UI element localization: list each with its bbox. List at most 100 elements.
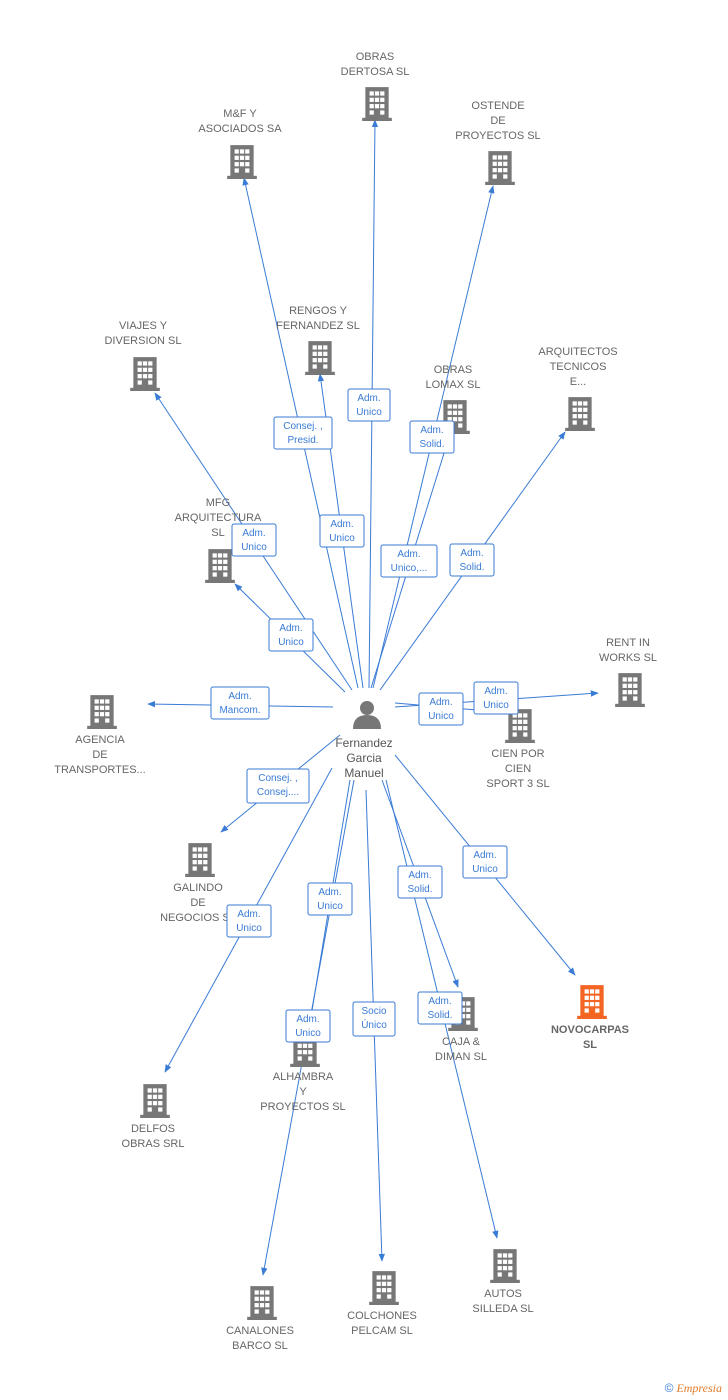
role-label-galindo[interactable]: Consej. ,Consej.... [246,768,310,804]
role-text-line: Adm. [473,850,496,861]
role-label-canalones[interactable]: Adm.Unico [285,1009,331,1043]
company-label-line: TECNICOS [550,361,607,373]
company-label-line: DIMAN SL [435,1051,487,1063]
role-box [273,416,333,450]
role-label-caja-diman[interactable]: Adm.Solid. [397,865,443,899]
company-label-line: PROYECTOS SL [260,1101,345,1113]
company-label-line: RENGOS Y [289,305,348,317]
company-node-canalones[interactable]: CANALONES BARCO SL [226,1286,294,1352]
role-text-line: Adm. [357,393,380,404]
brand-footer: ©Empresia [665,1381,722,1396]
building-icon [130,357,160,391]
company-label-line: DE [490,115,505,127]
company-label-line: DE [190,897,205,909]
person-icon [353,701,381,729]
role-box [449,543,495,577]
building-icon [485,151,515,185]
role-box [226,904,272,938]
role-label-mfg[interactable]: Adm.Unico [268,618,314,652]
company-label-line: SL [211,527,224,539]
role-label-delfos[interactable]: Adm.Unico [226,904,272,938]
role-text-line: Unico,... [391,563,428,574]
building-icon [305,341,335,375]
company-node-caja-diman[interactable]: CAJA & DIMAN SL [435,997,487,1063]
role-text-line: Unico [241,542,267,553]
role-text-line: Unico [472,864,498,875]
role-label-ostende[interactable]: Adm.Solid. [409,420,455,454]
role-label-rengos[interactable]: Adm.Unico [319,514,365,548]
role-label-obras-lomax[interactable]: Adm. Unico,... [380,544,438,578]
company-label-line: CANALONES [226,1325,294,1337]
role-box [307,882,353,916]
company-label-line: RENT IN [606,637,650,649]
role-box [418,692,464,726]
role-text-line: Unico [295,1028,321,1039]
company-label-line: OBRAS [434,364,473,376]
building-icon [205,549,235,583]
company-label-line: ALHAMBRA [273,1071,334,1083]
role-label-alhambra[interactable]: Adm.Unico [307,882,353,916]
company-node-agencia[interactable]: AGENCIADETRANSPORTES... [54,695,146,776]
role-text-line: Consej.... [257,787,299,798]
company-node-arquitectos[interactable]: ARQUITECTOSTECNICOSE... [538,346,618,431]
role-text-line: Adm. [242,528,265,539]
building-icon [362,87,392,121]
role-text-line: Adm. [397,549,420,560]
company-label-line: CAJA & [442,1036,481,1048]
role-label-agencia[interactable]: Adm.Mancom. [210,686,270,720]
person-name-line-2: Garcia [346,751,382,765]
role-label-mf-asociados[interactable]: Consej. ,Presid. [273,416,333,450]
role-label-obras-dertosa[interactable]: Adm. Unico [347,388,391,422]
company-node-ostende[interactable]: OSTENDE DE PROYECTOS SL [455,100,541,185]
role-label-arquitectos[interactable]: Adm.Solid. [449,543,495,577]
company-label-line: OSTENDE [471,100,524,112]
company-label-line: FERNANDEZ SL [276,320,360,332]
person-node[interactable]: Fernandez Garcia Manuel [335,701,393,780]
role-text-line: Adm. [228,691,251,702]
role-box [285,1009,331,1043]
role-text-line: Unico [236,923,262,934]
company-label-line: DELFOS [131,1123,175,1135]
role-label-rent-in-works[interactable]: Adm.Unico [473,681,519,715]
company-label-line: NOVOCARPAS [551,1024,629,1036]
company-node-alhambra[interactable]: ALHAMBRA Y PROYECTOS SL [260,1033,346,1113]
company-label-line: BARCO SL [232,1340,288,1352]
role-text-line: Unico [356,407,382,418]
role-label-cien-por-cien[interactable]: Adm.Unico [418,692,464,726]
company-label-line: OBRAS SRL [122,1138,185,1150]
building-icon [185,843,215,877]
role-label-autos-silleda[interactable]: Adm.Solid. [417,991,463,1025]
role-text-line: Solid. [407,884,432,895]
company-label-line: Y [299,1086,307,1098]
company-label-line: ARQUITECTURA [175,512,262,524]
role-text-line: Socio [361,1006,386,1017]
role-box [268,618,314,652]
role-label-viajes[interactable]: Adm. Unico [231,523,277,557]
company-label-line: E... [570,376,587,388]
role-label-novocarpas[interactable]: Adm. Unico [462,845,508,879]
company-node-rengos[interactable]: RENGOS Y FERNANDEZ SL [276,305,360,375]
company-label-line: AGENCIA [75,734,125,746]
role-text-line: Solid. [459,562,484,573]
company-label-line: DERTOSA SL [341,66,410,78]
company-node-delfos[interactable]: DELFOS OBRAS SRL [122,1084,185,1150]
building-icon [490,1249,520,1283]
copyright-icon: © [664,1381,674,1395]
building-icon [565,397,595,431]
role-text-line: Solid. [419,439,444,450]
role-box [347,388,391,422]
company-label-line: PROYECTOS SL [455,130,540,142]
